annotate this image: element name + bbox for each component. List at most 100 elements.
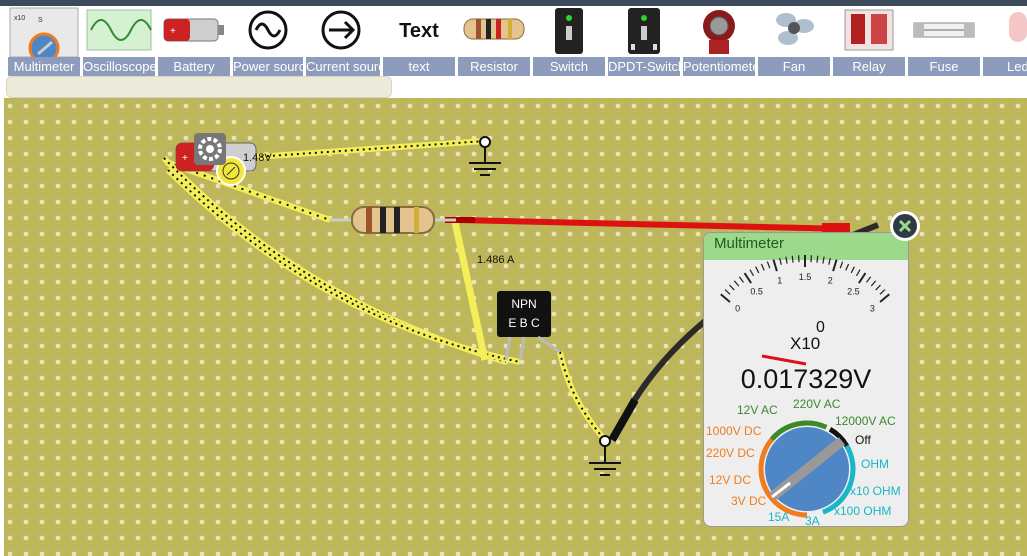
scale-tick	[822, 256, 825, 264]
scale-tick	[760, 263, 765, 271]
tool-multimeter[interactable]: x10 S Multimeter	[8, 6, 80, 76]
range-12v-ac[interactable]: 12V AC	[737, 403, 778, 417]
tool-label: Led	[983, 57, 1027, 76]
scale-tick	[828, 257, 831, 265]
svg-text:x10: x10	[14, 15, 25, 22]
range-1000v-dc[interactable]: 1000V DC	[706, 424, 762, 438]
fuse-icon	[913, 22, 975, 38]
scale-tick	[785, 256, 788, 264]
tool-label: Fan	[758, 57, 830, 76]
tool-resistor[interactable]: Resistor	[458, 6, 530, 76]
tool-current-source[interactable]: Current source	[306, 6, 380, 76]
tool-fuse[interactable]: Fuse	[908, 6, 980, 76]
wire-battery-to-resistor[interactable]	[164, 159, 332, 223]
tool-label: text	[383, 57, 455, 76]
range-15a[interactable]: 15A	[768, 510, 790, 524]
meter-center-zero: 0	[816, 319, 825, 336]
scale-tick	[845, 263, 850, 271]
scale-tick	[749, 269, 755, 277]
range-12v-dc[interactable]: 12V DC	[709, 473, 752, 487]
tool-dpdt-switch[interactable]: DPDT-Switch	[608, 6, 680, 76]
current-arrow-icon	[321, 10, 361, 50]
relay-icon	[844, 9, 894, 51]
scale-tick	[879, 289, 886, 295]
tool-label: Switch	[533, 57, 605, 76]
led-icon	[1009, 12, 1027, 42]
scale-tick	[866, 276, 872, 283]
scale-tick	[779, 257, 782, 265]
wire-collector-to-ground[interactable]	[557, 351, 608, 442]
range-off[interactable]: Off	[855, 433, 871, 447]
range-selector-dial[interactable]	[742, 404, 872, 526]
ground-symbol-bottom[interactable]	[589, 435, 621, 476]
scale-tick	[766, 261, 771, 269]
scale-label: 1.5	[799, 272, 812, 282]
scale-tick	[733, 280, 740, 287]
battery-voltage-label: 1.48V	[243, 152, 272, 164]
potentiometer-icon	[703, 10, 735, 54]
scale-tick	[791, 255, 794, 263]
scale-tick	[755, 266, 760, 274]
scale-tick	[738, 276, 744, 283]
resistor-component[interactable]	[330, 206, 456, 234]
tool-text[interactable]: Text text	[383, 6, 455, 76]
resistor-icon	[463, 18, 525, 40]
scale-label: 2	[828, 276, 833, 286]
scale-label: 1	[777, 276, 782, 286]
breadboard-strip[interactable]	[6, 76, 392, 98]
range-220v-dc[interactable]: 220V DC	[706, 446, 755, 460]
svg-text:+: +	[170, 26, 176, 37]
range-12000v-ac[interactable]: 12000V AC	[835, 414, 896, 428]
dpdt-switch-icon	[628, 8, 660, 54]
scale-label: 2.5	[847, 286, 860, 296]
tool-led[interactable]: Led	[983, 6, 1027, 76]
range-x10-ohm[interactable]: x10 OHM	[850, 484, 901, 498]
npn-transistor[interactable]	[497, 291, 561, 361]
range-x100-ohm[interactable]: x100 OHM	[834, 504, 892, 518]
scale-tick	[858, 272, 867, 284]
tool-label: Resistor	[458, 57, 530, 76]
tool-power-source[interactable]: Power source	[233, 6, 303, 76]
range-3a[interactable]: 3A	[805, 514, 820, 527]
tool-label: Relay	[833, 57, 905, 76]
scale-tick	[720, 293, 731, 303]
range-ohm[interactable]: OHM	[861, 457, 889, 471]
tool-battery[interactable]: + Battery	[158, 6, 230, 76]
scale-tick	[772, 259, 778, 272]
tool-label: Potentiometer	[683, 57, 755, 76]
battery-icon: +	[163, 18, 224, 42]
scale-tick	[839, 261, 844, 269]
tool-label: Power source	[233, 57, 303, 76]
wire-battery-to-emitter-2[interactable]	[165, 167, 521, 365]
settings-gear-icon[interactable]	[194, 133, 226, 165]
scale-label: 0	[735, 303, 740, 313]
scale-label: 0.5	[750, 286, 763, 296]
svg-text:+: +	[182, 153, 188, 164]
toolbar-top-border	[0, 0, 1027, 6]
close-multimeter-icon[interactable]	[888, 209, 922, 243]
tool-label: Multimeter	[8, 57, 80, 76]
tool-potentiometer[interactable]: Potentiometer	[683, 6, 755, 76]
scale-tick	[879, 293, 890, 303]
scale-tick	[855, 269, 861, 277]
wire-battery-to-ground[interactable]	[254, 138, 486, 160]
range-3v-dc[interactable]: 3V DC	[731, 494, 767, 508]
sine-wave-icon	[86, 9, 152, 51]
current-readout-label: 1.486 A	[477, 254, 515, 266]
transistor-pins-label: E B C	[508, 316, 540, 330]
transistor-type-label: NPN	[511, 297, 537, 311]
component-toolbar: x10 S Multimeter Oscilloscope + Battery …	[0, 0, 1027, 76]
tool-switch[interactable]: Switch	[533, 6, 605, 76]
range-220v-ac[interactable]: 220V AC	[793, 397, 841, 411]
wire-resistor-to-base[interactable]	[451, 221, 489, 361]
ground-symbol-top[interactable]	[469, 136, 501, 176]
scale-tick	[816, 255, 819, 263]
tool-oscilloscope[interactable]: Oscilloscope	[83, 6, 155, 76]
tool-fan[interactable]: Fan	[758, 6, 830, 76]
scale-tick	[743, 272, 752, 284]
tool-label: Battery	[158, 57, 230, 76]
tool-relay[interactable]: Relay	[833, 6, 905, 76]
